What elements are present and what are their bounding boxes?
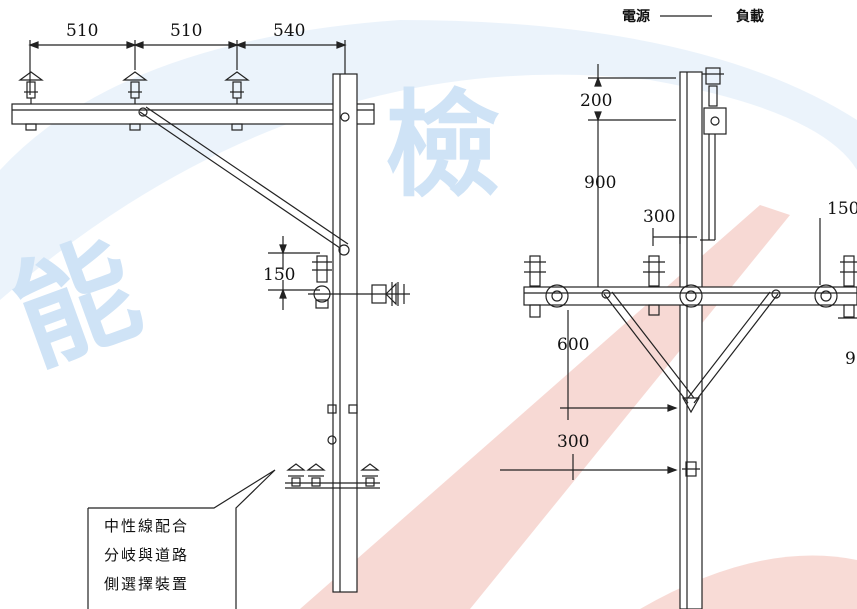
- header-load: 負載: [736, 8, 764, 25]
- right-view: [500, 15, 857, 609]
- right-labels: 電源 負載 200 900 300 600 300 150 9: [557, 8, 857, 452]
- watermark-red-arc: [640, 555, 857, 609]
- right-cross-arm: [523, 286, 857, 306]
- dim-vertical-gap: 150: [263, 265, 295, 285]
- arm-insulator-3: [224, 71, 250, 131]
- neutral-insulators: [285, 463, 380, 489]
- watermark-red-swoosh: [300, 205, 790, 609]
- diagonal-brace: [138, 106, 350, 256]
- callout-line-2: 分岐與道路: [104, 546, 189, 564]
- arm-insulator-2: [122, 71, 148, 131]
- left-pole: [332, 73, 358, 593]
- dim-offset: 300: [643, 207, 675, 227]
- dim-span-2: 510: [170, 21, 202, 41]
- mid-hardware: [308, 255, 410, 309]
- dim-upper: 900: [584, 173, 616, 193]
- watermark-blue-arc: [0, 20, 857, 300]
- callout-box: [87, 469, 276, 609]
- cross-arm: [11, 103, 375, 125]
- callout-line-1: 中性線配合: [104, 517, 189, 535]
- callout-line-3: 側選擇裝置: [104, 575, 189, 593]
- right-insulator-mid: [643, 255, 665, 316]
- header-source: 電源: [622, 8, 650, 25]
- right-insulator-left: [524, 255, 546, 318]
- arm-insulator-1: [18, 71, 44, 131]
- left-view: [11, 40, 410, 609]
- v-brace: [601, 289, 781, 414]
- dim-edge-top: 150: [827, 199, 857, 219]
- top-hardware: [700, 67, 727, 241]
- left-labels: 510 510 540 150 中性線配合 分岐與道路 側選擇裝置: [66, 21, 305, 593]
- right-pole: [679, 71, 703, 609]
- dim-edge-bottom: 9: [845, 349, 856, 369]
- dim-span-3: 540: [273, 21, 305, 41]
- right-insulator-right: [840, 255, 857, 318]
- watermark-char-2: 檢: [385, 78, 500, 213]
- dim-lower: 300: [557, 432, 589, 452]
- dim-top: 200: [580, 91, 612, 111]
- dim-span-1: 510: [66, 21, 98, 41]
- dim-middle: 600: [557, 335, 589, 355]
